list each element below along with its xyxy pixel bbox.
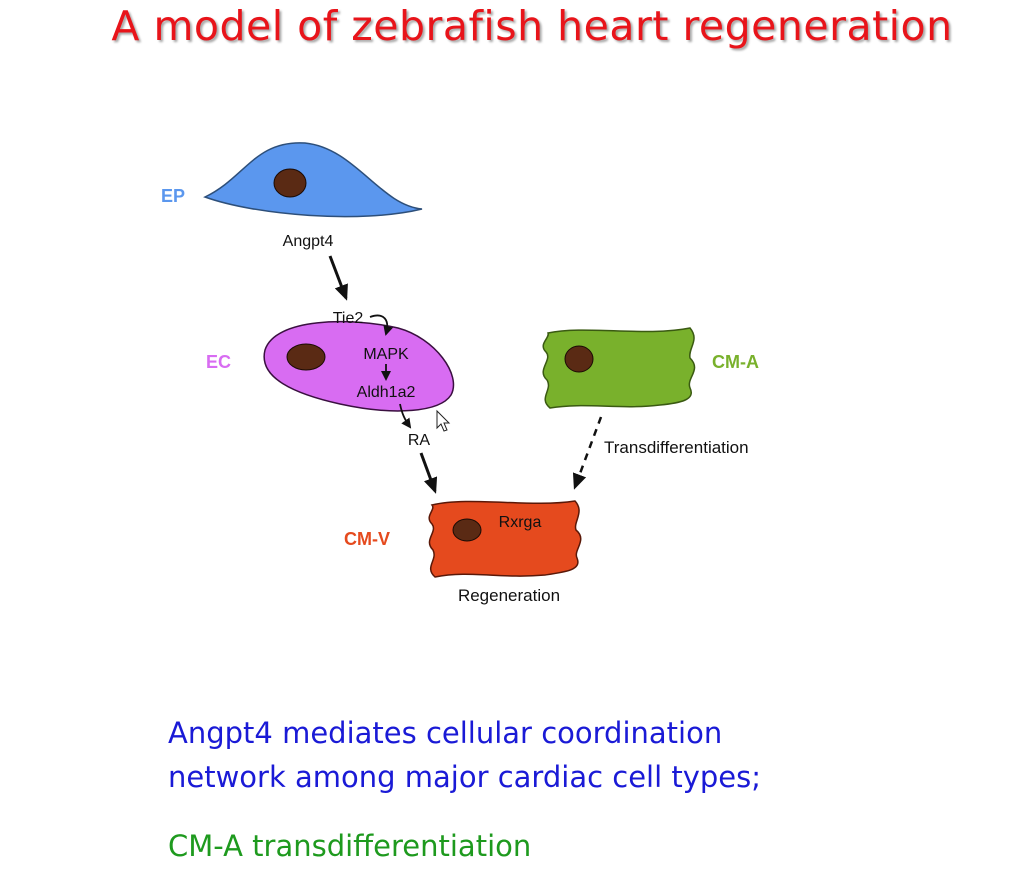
summary-caption-line-2: network among major cardiac cell types; bbox=[168, 760, 762, 794]
regeneration-model-diagram: EP Angpt4 EC Tie2 MAPK Aldh1a2 RA CM-A T… bbox=[161, 142, 759, 605]
ec-cell bbox=[263, 320, 455, 412]
summary-caption-line-1: Angpt4 mediates cellular coordination bbox=[168, 716, 723, 750]
ec-nucleus bbox=[286, 343, 326, 371]
transdifferentiation-caption: CM-A transdifferentiation bbox=[168, 829, 532, 863]
transdifferentiation-arrow bbox=[572, 416, 603, 490]
cmv-cell-body bbox=[428, 500, 582, 578]
ep-label: EP bbox=[161, 186, 185, 206]
slide-title: A model of zebrafish heart regeneration bbox=[111, 2, 953, 50]
cmv-cell bbox=[428, 500, 582, 578]
ra-label: RA bbox=[408, 432, 431, 449]
cma-cell-body bbox=[542, 327, 696, 409]
cma-nucleus bbox=[564, 345, 594, 373]
mapk-label: MAPK bbox=[363, 346, 409, 363]
regeneration-label: Regeneration bbox=[458, 586, 560, 605]
summary-caption: Angpt4 mediates cellular coordination ne… bbox=[168, 711, 761, 799]
transdifferentiation-label: Transdifferentiation bbox=[604, 438, 749, 457]
cmv-nucleus bbox=[452, 518, 482, 542]
ep-nucleus bbox=[273, 168, 307, 198]
angpt4-label: Angpt4 bbox=[283, 233, 334, 250]
angpt4-to-tie2-arrow bbox=[328, 255, 348, 301]
ep-cell bbox=[203, 142, 423, 218]
cma-label: CM-A bbox=[712, 352, 759, 372]
cmv-label: CM-V bbox=[344, 529, 390, 549]
mouse-cursor-icon bbox=[436, 409, 451, 432]
ec-label: EC bbox=[206, 352, 231, 372]
cma-cell bbox=[542, 327, 696, 409]
aldh1a2-to-ra-arrow bbox=[399, 403, 412, 429]
tie2-to-mapk-arrow bbox=[369, 314, 394, 336]
aldh1a2-label: Aldh1a2 bbox=[357, 384, 416, 401]
rxrga-label: Rxrga bbox=[499, 514, 542, 531]
ra-to-cmv-arrow bbox=[419, 452, 438, 494]
tie2-label: Tie2 bbox=[333, 310, 364, 327]
ep-cell-body bbox=[203, 142, 423, 218]
